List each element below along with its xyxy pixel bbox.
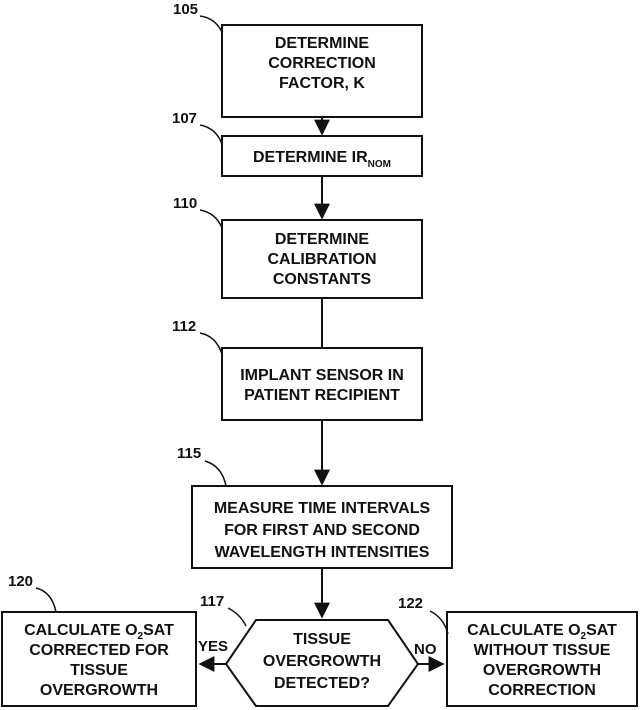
leader-line <box>200 125 222 144</box>
decision-line-3: DETECTED? <box>274 675 370 692</box>
step-115-line-2: FOR FIRST AND SECOND <box>224 522 420 539</box>
branch-no: NO CALCULATE O2SAT WITHOUT TISSUE OVERGR… <box>398 595 637 706</box>
step-122-line-2: WITHOUT TISSUE <box>474 642 611 659</box>
ref-label-105: 105 <box>173 1 198 18</box>
step-120-text-b: SAT <box>143 622 174 639</box>
step-110: DETERMINE CALIBRATION CONSTANTS 110 <box>173 195 422 298</box>
step-122-text-a: CALCULATE O <box>467 622 580 639</box>
step-107-subscript: NOM <box>368 159 391 170</box>
step-115-line-1: MEASURE TIME INTERVALS <box>214 500 431 517</box>
leader-line <box>430 611 448 634</box>
step-110-line-2: CALIBRATION <box>267 251 376 268</box>
ref-label-110: 110 <box>173 195 197 212</box>
step-105-line-2: CORRECTION <box>268 55 376 72</box>
no-label: NO <box>414 641 437 658</box>
step-120-text-a: CALCULATE O <box>24 622 137 639</box>
decision-117: TISSUE OVERGROWTH DETECTED? 117 <box>200 593 418 706</box>
ref-label-107: 107 <box>172 110 197 127</box>
leader-line <box>200 333 222 354</box>
step-112-line-1: IMPLANT SENSOR IN <box>240 367 404 384</box>
step-115-line-3: WAVELENGTH INTENSITIES <box>215 544 430 561</box>
leader-line <box>36 588 56 612</box>
step-120-line-4: OVERGROWTH <box>40 682 158 699</box>
step-110-line-3: CONSTANTS <box>273 271 372 288</box>
step-105-line-1: DETERMINE <box>275 35 370 52</box>
ref-label-122: 122 <box>398 595 423 612</box>
decision-line-1: TISSUE <box>293 631 351 648</box>
leader-line <box>205 461 226 486</box>
ref-label-112: 112 <box>172 318 196 335</box>
step-107-text: DETERMINE IR <box>253 149 368 166</box>
step-107: DETERMINE IRNOM 107 <box>172 110 422 176</box>
leader-line <box>200 16 222 32</box>
step-112: IMPLANT SENSOR IN PATIENT RECIPIENT 112 <box>172 318 422 420</box>
ref-label-120: 120 <box>8 573 33 590</box>
ref-label-117: 117 <box>200 593 224 610</box>
step-120-line-2: CORRECTED FOR <box>29 642 169 659</box>
branch-yes: YES CALCULATE O2SAT CORRECTED FOR TISSUE… <box>2 573 228 706</box>
step-122-line-3: OVERGROWTH <box>483 662 601 679</box>
step-110-line-1: DETERMINE <box>275 231 370 248</box>
step-112-line-2: PATIENT RECIPIENT <box>244 387 400 404</box>
step-105: DETERMINE CORRECTION FACTOR, K 105 <box>173 1 422 117</box>
yes-label: YES <box>198 638 228 655</box>
ref-label-115: 115 <box>177 445 201 462</box>
leader-line <box>228 608 246 626</box>
step-122-text-b: SAT <box>586 622 617 639</box>
step-120-line-3: TISSUE <box>70 662 128 679</box>
step-box <box>222 348 422 420</box>
step-105-line-3: FACTOR, K <box>279 75 365 92</box>
decision-line-2: OVERGROWTH <box>263 653 381 670</box>
leader-line <box>200 210 222 228</box>
step-122-line-4: CORRECTION <box>488 682 596 699</box>
step-115: MEASURE TIME INTERVALS FOR FIRST AND SEC… <box>177 445 452 568</box>
